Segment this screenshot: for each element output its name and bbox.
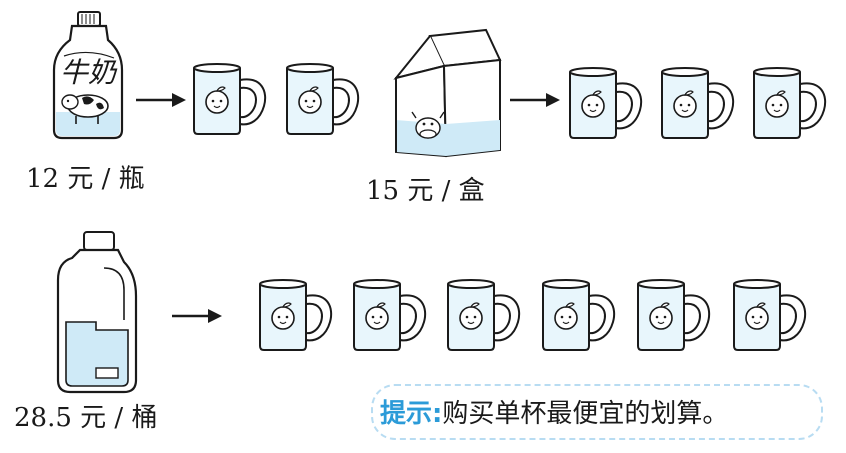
price-label-carton: 15 元 / 盒 [366, 176, 485, 206]
milk-jug-icon [56, 231, 138, 394]
bottle-text: 牛奶 [60, 56, 118, 89]
milk-carton-icon [393, 28, 502, 158]
cup-icon [753, 67, 827, 139]
hint-label: 提示: [380, 399, 443, 429]
cup-icon [569, 67, 643, 139]
cup-icon [193, 63, 267, 135]
price-label-bottle: 12 元 / 瓶 [26, 164, 145, 194]
hint: 提示:购买单杯最便宜的划算。 [380, 393, 728, 430]
cup-icon [542, 279, 616, 351]
cup-icon [353, 279, 427, 351]
hint-text: 购买单杯最便宜的划算。 [442, 399, 729, 429]
arrow-icon [508, 91, 562, 109]
cup-icon [447, 279, 521, 351]
milk-bottle-icon [52, 11, 124, 140]
cup-icon [286, 63, 360, 135]
cup-icon [661, 67, 735, 139]
arrow-icon [170, 307, 224, 325]
price-label-jug: 28.5 元 / 桶 [14, 403, 158, 433]
cup-icon [733, 279, 807, 351]
arrow-icon [134, 91, 188, 109]
hint-box [371, 384, 823, 440]
cup-icon [637, 279, 711, 351]
cup-icon [259, 279, 333, 351]
